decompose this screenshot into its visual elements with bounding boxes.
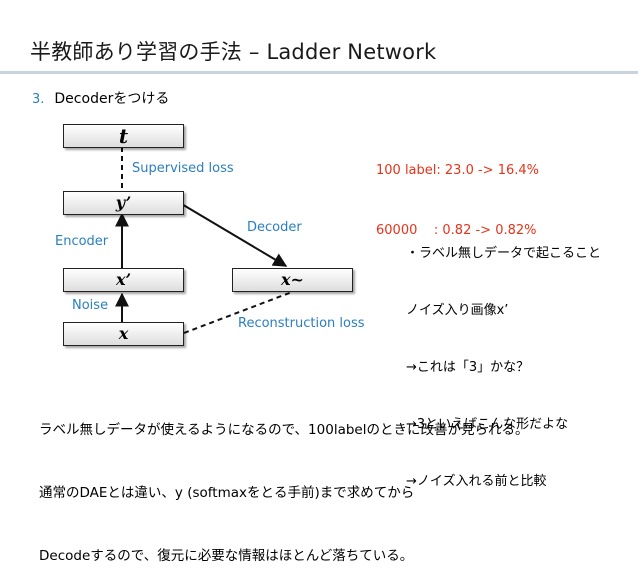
summary-text: ラベル無しデータが使えるようになるので、100labelのときに改善が見られる。… bbox=[39, 378, 528, 588]
reconstruction-loss-label: Reconstruction loss bbox=[238, 316, 365, 331]
reconstruction-loss-dashed-line bbox=[183, 291, 293, 334]
note-line: →これは「3」かな？ bbox=[406, 360, 530, 375]
stats-line-60000: 60000 : 0.82 -> 0.82% bbox=[376, 223, 537, 238]
section-number: 3. bbox=[32, 92, 45, 107]
note-line: →3といえばこんな形だよな bbox=[406, 417, 569, 432]
node-x-tilde: x~ bbox=[232, 268, 353, 292]
decoder-arrow bbox=[179, 202, 288, 267]
decoder-label: Decoder bbox=[247, 220, 302, 235]
explanation-notes: ・ラベル無しデータで起こること ノイズ入り画像x’ →これは「3」かな？ →3と… bbox=[406, 206, 601, 510]
node-t: t bbox=[63, 124, 184, 148]
node-x-prime: x’ bbox=[63, 268, 184, 292]
noise-label: Noise bbox=[72, 298, 109, 313]
title-divider bbox=[0, 71, 638, 74]
results-stats: 100 label: 23.0 -> 16.4% 60000 : 0.82 ->… bbox=[376, 121, 539, 261]
note-line: ・ラベル無しデータで起こること bbox=[406, 246, 602, 261]
node-y: y’ bbox=[63, 191, 184, 215]
encoder-label: Encoder bbox=[55, 234, 109, 249]
summary-line: 通常のDAEとは違い、y (softmaxをとる手前)まで求めてから bbox=[39, 485, 415, 501]
node-x: x bbox=[63, 322, 184, 346]
section-text: Decoderをつける bbox=[54, 91, 170, 107]
supervised-loss-label: Supervised loss bbox=[132, 161, 234, 176]
summary-line: Decodeするので、復元に必要な情報はほとんど落ちている。 bbox=[39, 548, 414, 564]
slide-title: 半教師あり学習の手法 – Ladder Network bbox=[30, 40, 437, 64]
diagram-arrows bbox=[115, 147, 293, 334]
summary-line: ラベル無しデータが使えるようになるので、100labelのときに改善が見られる。 bbox=[39, 422, 529, 438]
note-line: ノイズ入り画像x’ bbox=[406, 303, 509, 318]
stats-line-100-label: 100 label: 23.0 -> 16.4% bbox=[376, 163, 539, 178]
blank-box bbox=[510, 438, 620, 472]
section-heading: 3. Decoderをつける bbox=[32, 88, 169, 108]
